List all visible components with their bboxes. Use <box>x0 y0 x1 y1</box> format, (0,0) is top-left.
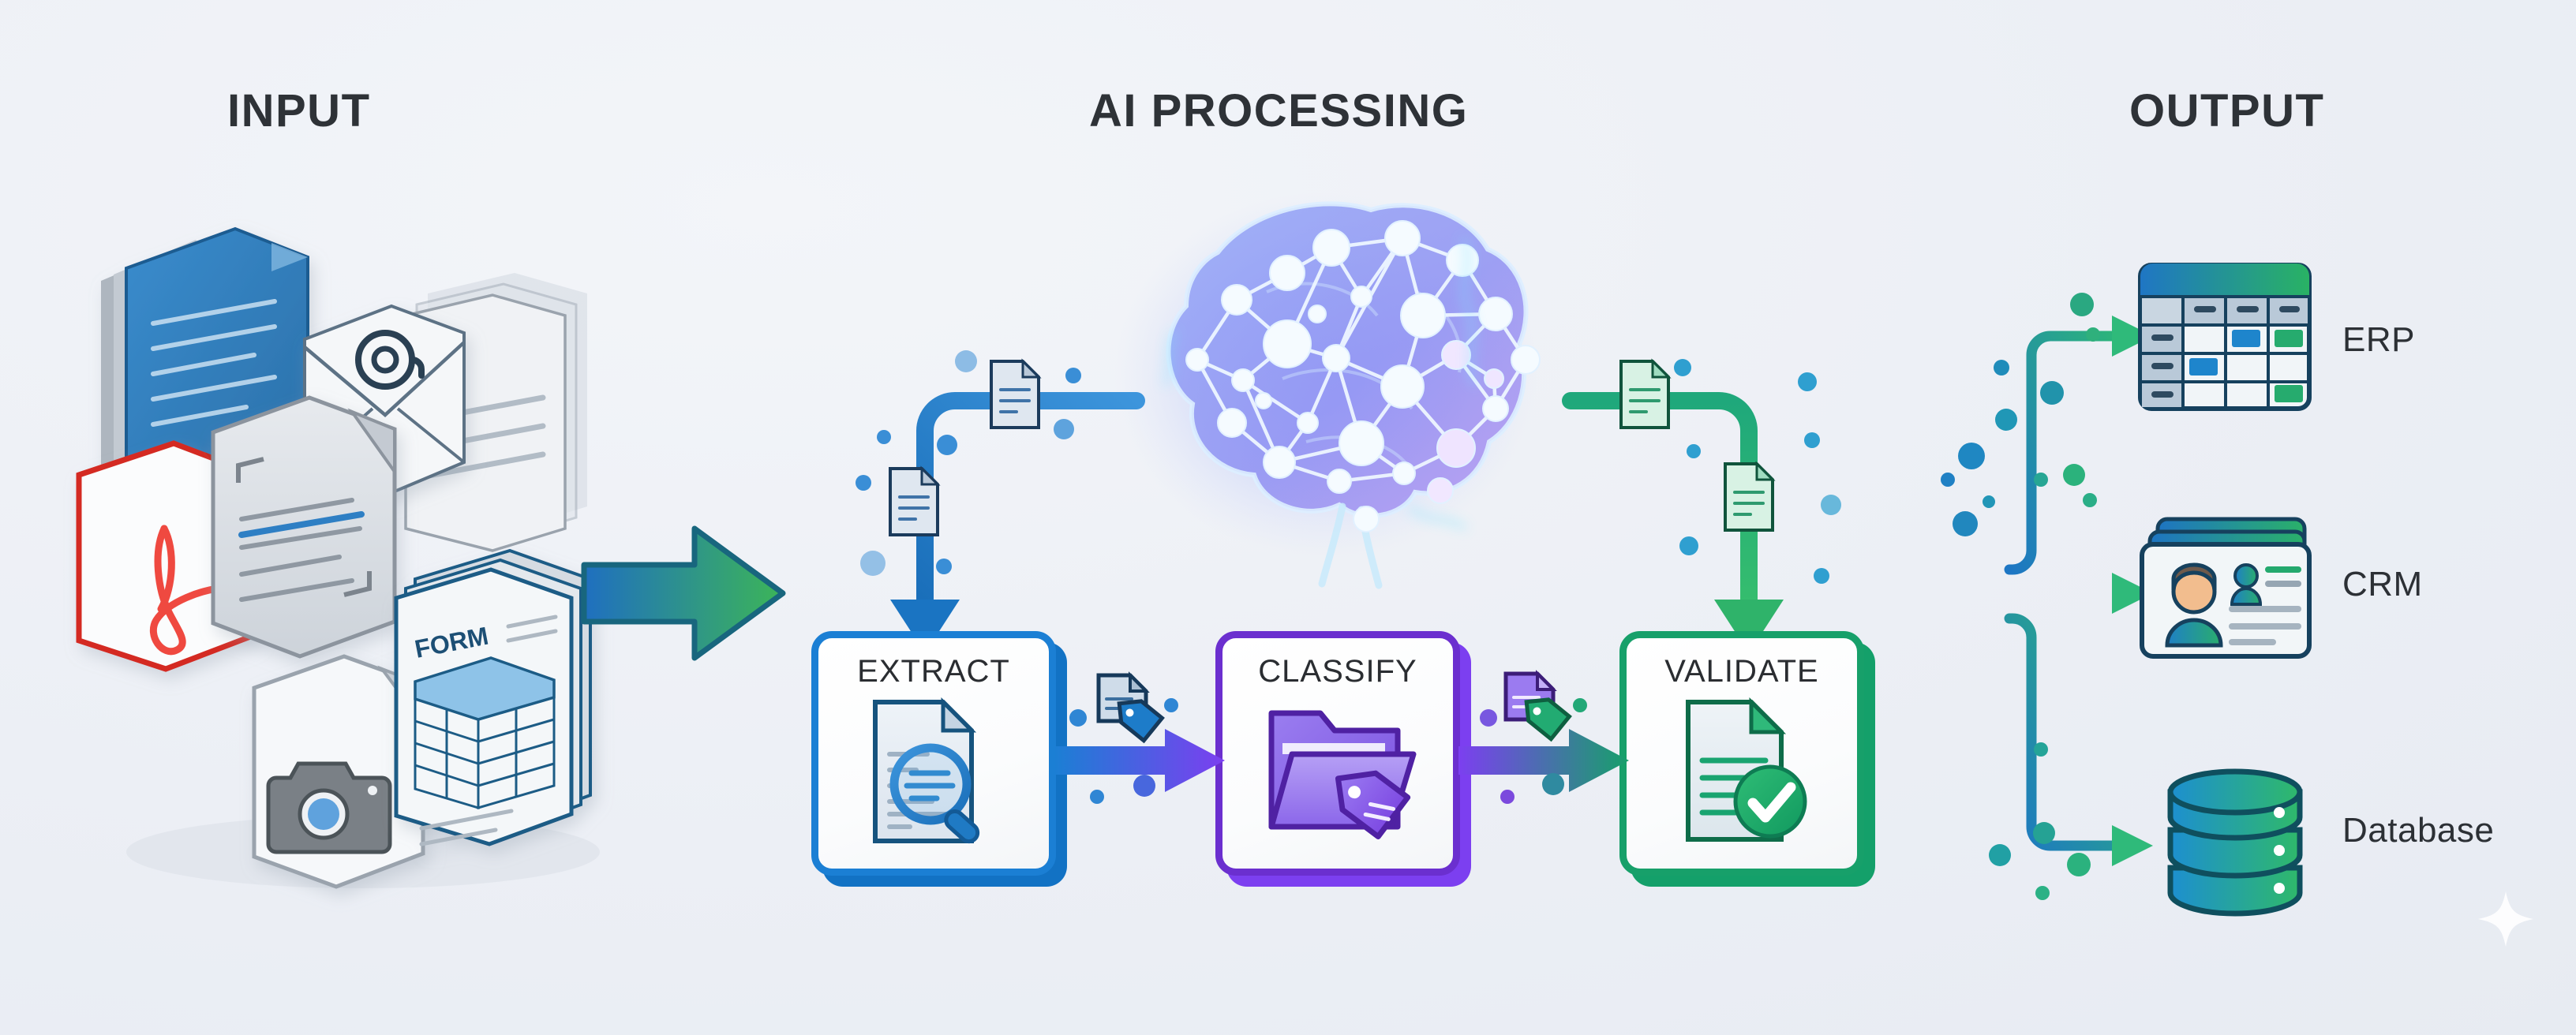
step-extract[interactable]: EXTRACT <box>811 631 1067 887</box>
routing-dots <box>1941 293 2100 900</box>
feed-dots-left <box>856 350 1081 576</box>
step-extract-label: EXTRACT <box>857 654 1010 689</box>
avatar-icon <box>2165 562 2223 648</box>
database-label: Database <box>2342 811 2495 850</box>
sparkle-icon <box>2478 891 2533 947</box>
document-tag-blue-icon <box>1096 671 1165 744</box>
tag-icon <box>1335 770 1411 840</box>
connector-dots-1 <box>1069 698 1178 804</box>
output-fanout-routing <box>1900 293 2153 900</box>
heading-ai-processing: AI PROCESSING <box>1089 85 1469 136</box>
feed-document-badge-2 <box>889 465 941 536</box>
erp-label: ERP <box>2342 320 2415 359</box>
input-to-processing-arrow <box>581 525 786 661</box>
feed-dots-right <box>1674 359 1841 584</box>
input-doc-photo <box>252 654 425 889</box>
crm-icon[interactable] <box>2131 514 2320 664</box>
document-magnifier-icon <box>873 697 980 844</box>
folder-tag-icon <box>1268 710 1417 840</box>
brain-to-extract-path <box>856 350 1145 653</box>
feed-document-badge-1 <box>990 358 1042 429</box>
step-classify-label: CLASSIFY <box>1258 654 1417 689</box>
pdf-acrobat-glyph <box>149 525 236 656</box>
classify-to-validate-arrow[interactable] <box>1451 645 1648 811</box>
mini-avatar-icon <box>2230 563 2263 606</box>
erp-icon[interactable] <box>2131 254 2320 420</box>
heading-output: OUTPUT <box>2129 85 2325 136</box>
feed-document-badge-4 <box>1724 461 1776 532</box>
heading-input: INPUT <box>227 85 371 136</box>
input-doc-form: FORM <box>394 548 592 846</box>
input-doc-scan <box>211 395 397 659</box>
magnifier-lens <box>889 743 980 844</box>
ai-brain-network-icon <box>1114 192 1541 589</box>
step-validate[interactable]: VALIDATE <box>1619 631 1875 887</box>
feed-document-badge-3 <box>1619 358 1672 429</box>
at-symbol-icon <box>355 330 425 390</box>
document-check-icon <box>1686 697 1807 842</box>
database-icon[interactable] <box>2148 749 2322 923</box>
validate-to-brain-path <box>1562 358 1841 653</box>
connector-dots-2 <box>1480 698 1587 804</box>
document-tag-purple-green-icon <box>1503 670 1572 742</box>
input-document-cluster: FORM <box>76 226 600 889</box>
step-classify[interactable]: CLASSIFY <box>1215 631 1471 887</box>
extract-to-classify-arrow[interactable] <box>1046 645 1244 811</box>
crm-label: CRM <box>2342 565 2423 603</box>
step-validate-label: VALIDATE <box>1664 654 1819 689</box>
camera-icon <box>266 761 392 854</box>
